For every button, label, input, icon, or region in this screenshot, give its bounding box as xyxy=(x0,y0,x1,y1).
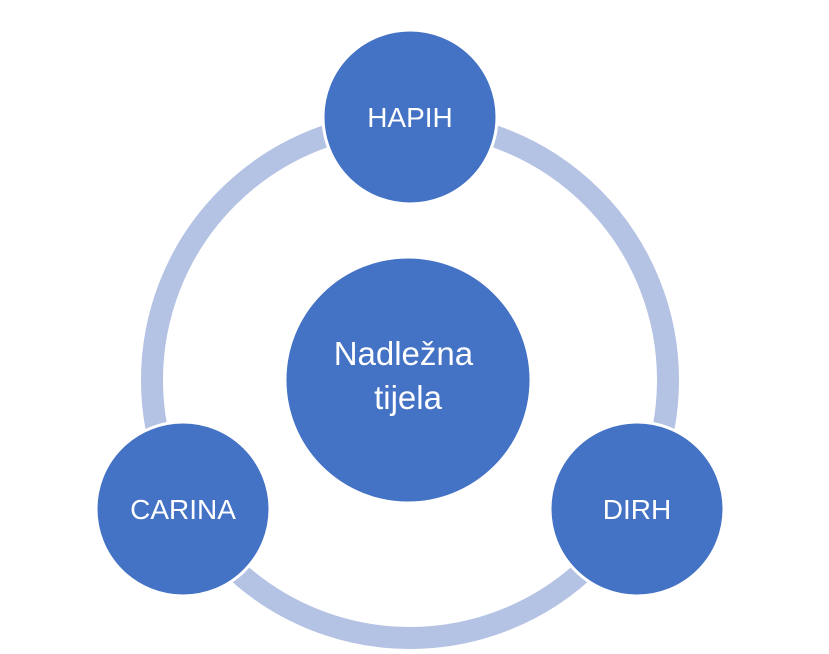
node-carina-label: CARINA xyxy=(130,494,236,525)
center-node-circle xyxy=(283,255,533,505)
node-hapih: HAPIH xyxy=(321,28,499,206)
node-hapih-label: HAPIH xyxy=(367,102,453,133)
node-dirh-label: DIRH xyxy=(603,494,671,525)
center-node-label-line-2: tijela xyxy=(374,379,443,416)
node-dirh: DIRH xyxy=(548,420,726,598)
node-dirh-circle xyxy=(548,420,726,598)
center-node: Nadležna tijela xyxy=(283,255,533,505)
node-hapih-circle xyxy=(321,28,499,206)
center-node-label-line-1: Nadležna xyxy=(334,335,474,372)
node-carina-circle xyxy=(94,420,272,598)
node-carina: CARINA xyxy=(94,420,272,598)
center-node-label: Nadležna tijela xyxy=(334,335,483,416)
